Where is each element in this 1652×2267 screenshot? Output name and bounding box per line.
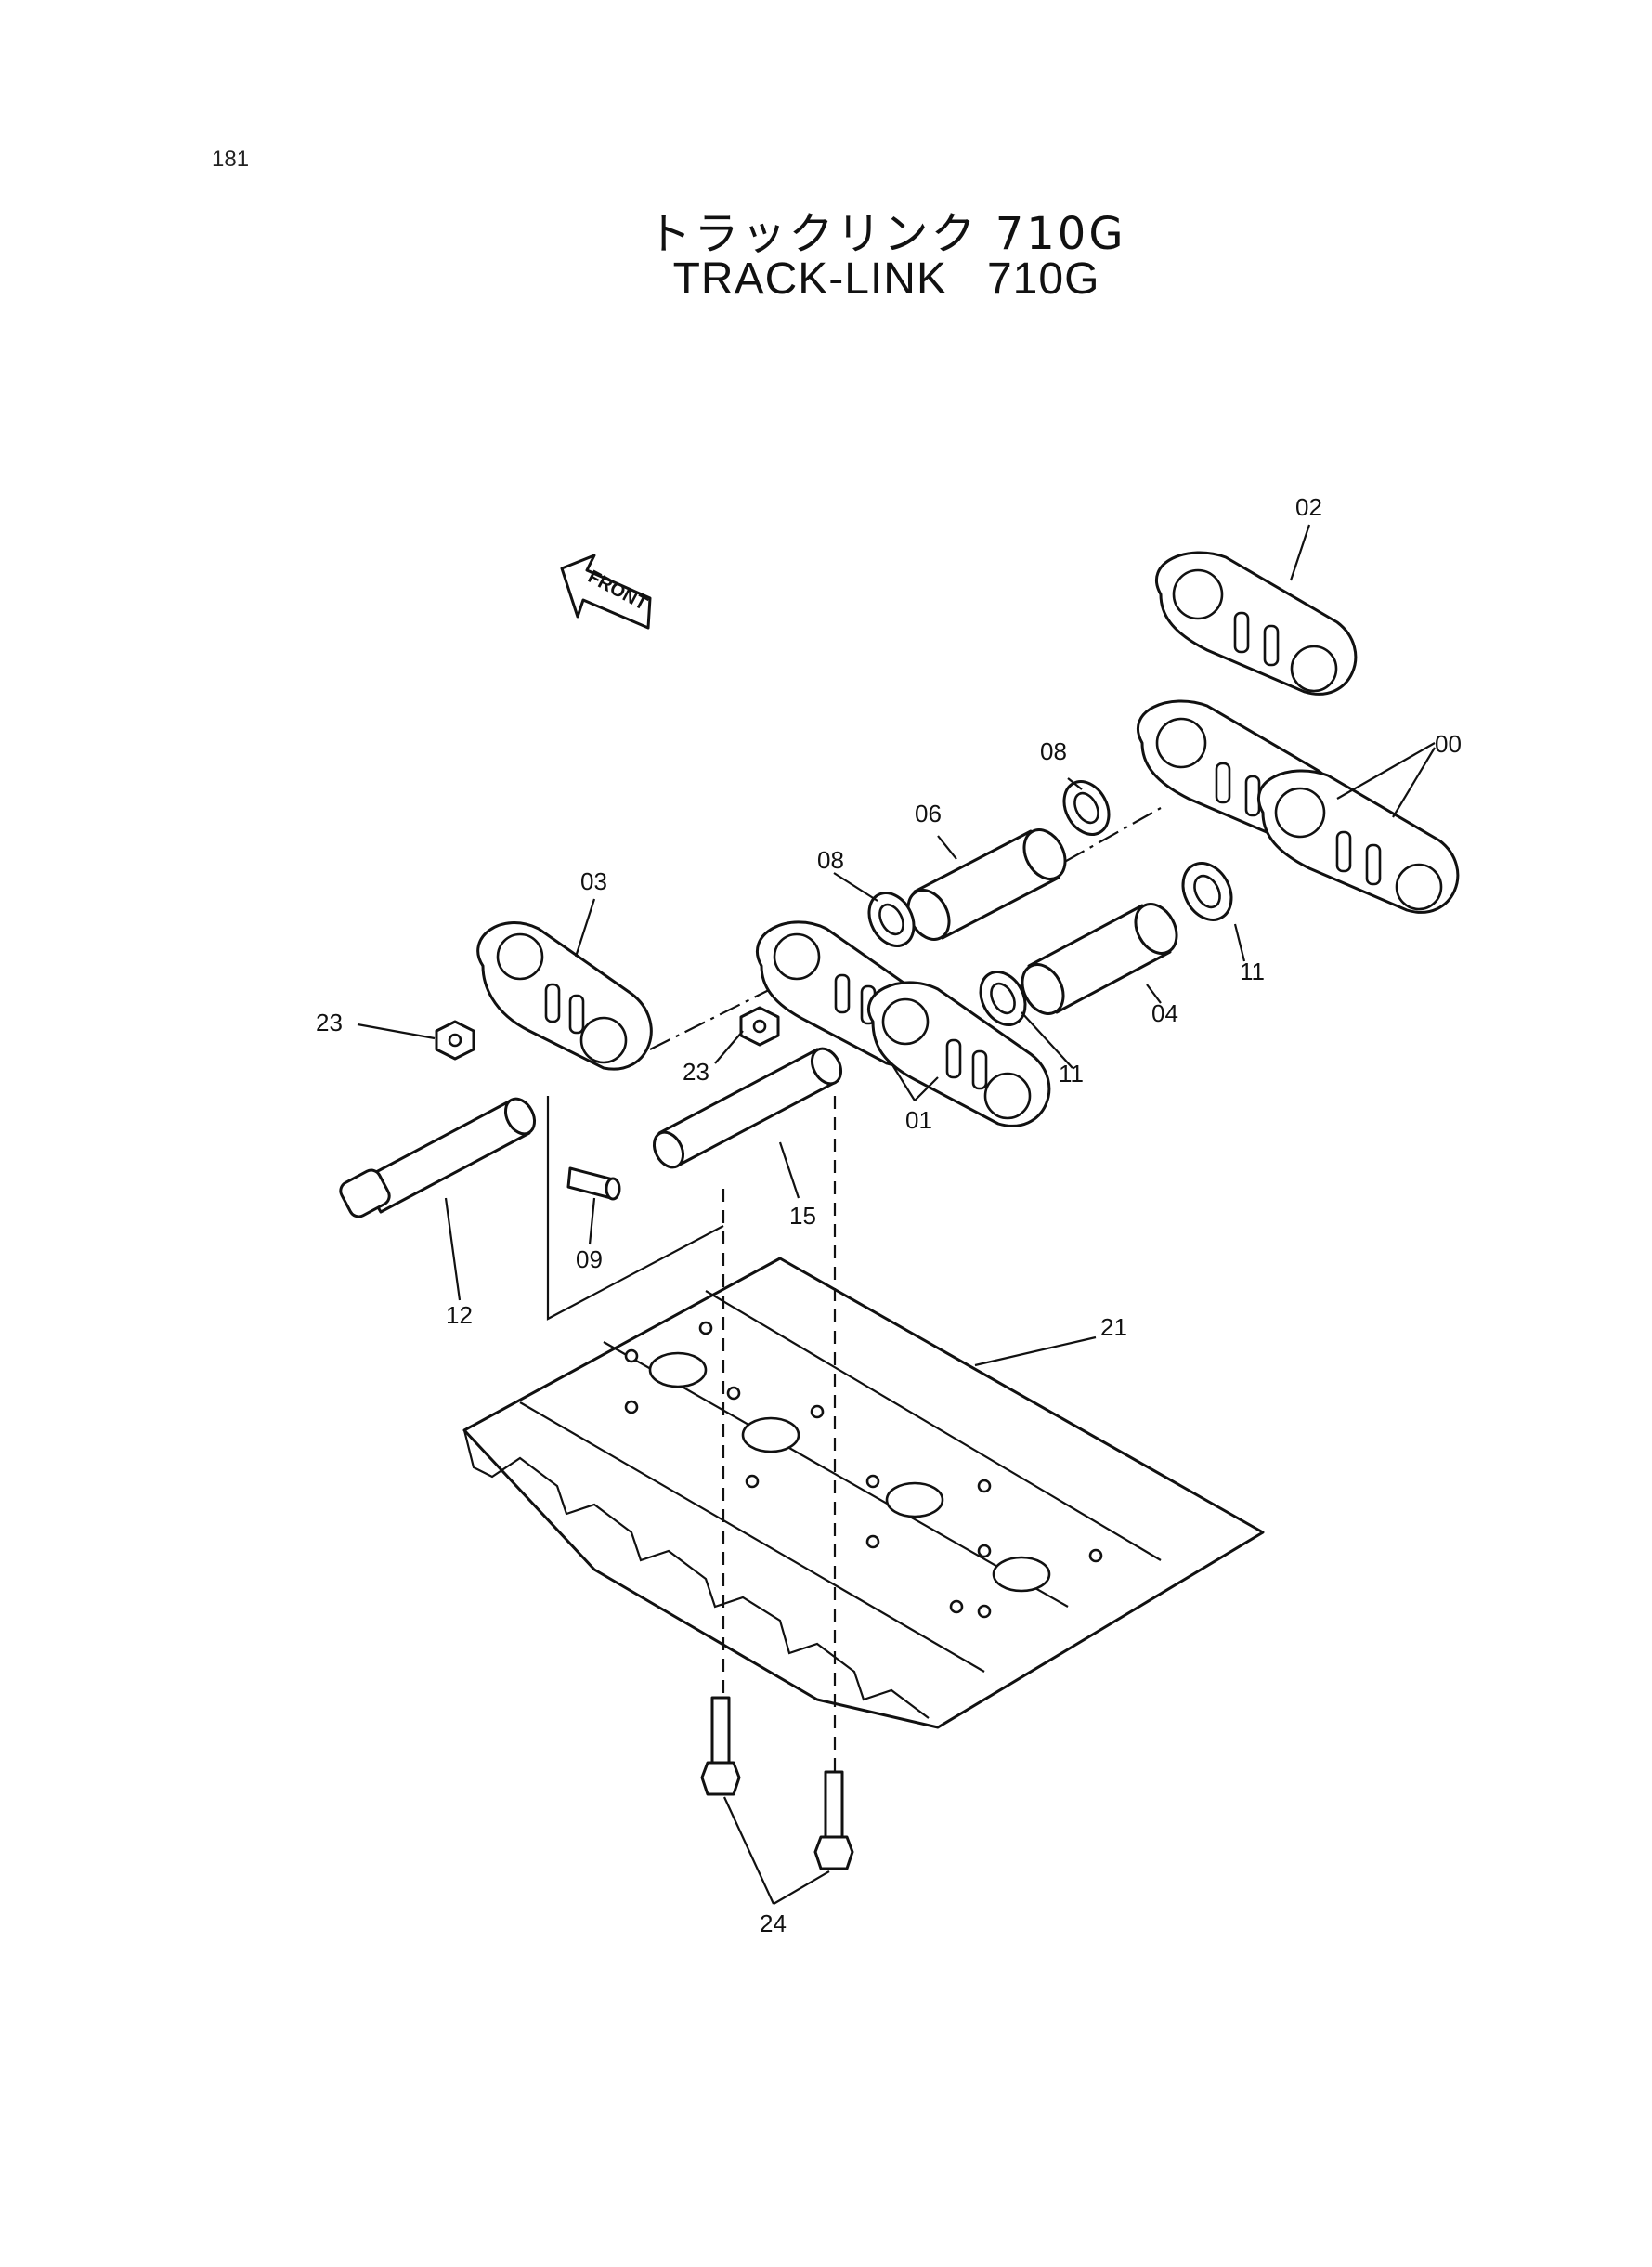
nut-23a	[435, 1020, 475, 1061]
callout-09: 09	[576, 1245, 603, 1273]
callout-24: 24	[760, 1909, 787, 1937]
shoe-bolt-24b	[813, 1770, 854, 1870]
seal-ring-08a	[1062, 780, 1111, 836]
callout-00: 00	[1435, 730, 1462, 758]
track-shoe-21	[462, 1257, 1265, 1729]
callout-08-upper: 08	[1040, 737, 1067, 765]
pin-15	[652, 1047, 843, 1169]
callout-11-right: 11	[1240, 958, 1265, 985]
callout-08-lower: 08	[817, 846, 844, 874]
front-arrow-icon: FRONT	[560, 554, 652, 630]
page-number: 181	[212, 147, 250, 172]
master-pin-12	[339, 1097, 537, 1218]
callout-04: 04	[1151, 999, 1178, 1027]
seal-ring-08b	[867, 892, 916, 947]
callout-23-left: 23	[316, 1009, 343, 1036]
callout-23-center: 23	[683, 1058, 709, 1086]
callout-01: 01	[905, 1106, 932, 1134]
nut-23b	[739, 1006, 780, 1047]
track-link-00	[1136, 699, 1460, 914]
seal-ring-11a	[1181, 862, 1233, 921]
callout-15: 15	[789, 1202, 816, 1230]
bushing-06	[906, 828, 1067, 941]
callout-02: 02	[1295, 493, 1322, 521]
spring-pin-09	[566, 1166, 621, 1201]
callout-06: 06	[915, 800, 942, 827]
shoe-bolt-24a	[700, 1696, 741, 1796]
track-link-03	[476, 921, 653, 1071]
bushing-04	[1021, 903, 1178, 1015]
track-link-02	[1154, 551, 1358, 696]
title-japanese: トラックリンク 710G	[646, 208, 1126, 260]
callout-21: 21	[1100, 1313, 1127, 1341]
track-link-01	[755, 920, 1051, 1127]
callout-11-center: 11	[1059, 1060, 1084, 1088]
callout-12: 12	[446, 1301, 473, 1329]
title-english: TRACK-LINK 710G	[672, 254, 1100, 304]
callout-03: 03	[580, 867, 607, 895]
seal-ring-11b	[979, 971, 1027, 1026]
